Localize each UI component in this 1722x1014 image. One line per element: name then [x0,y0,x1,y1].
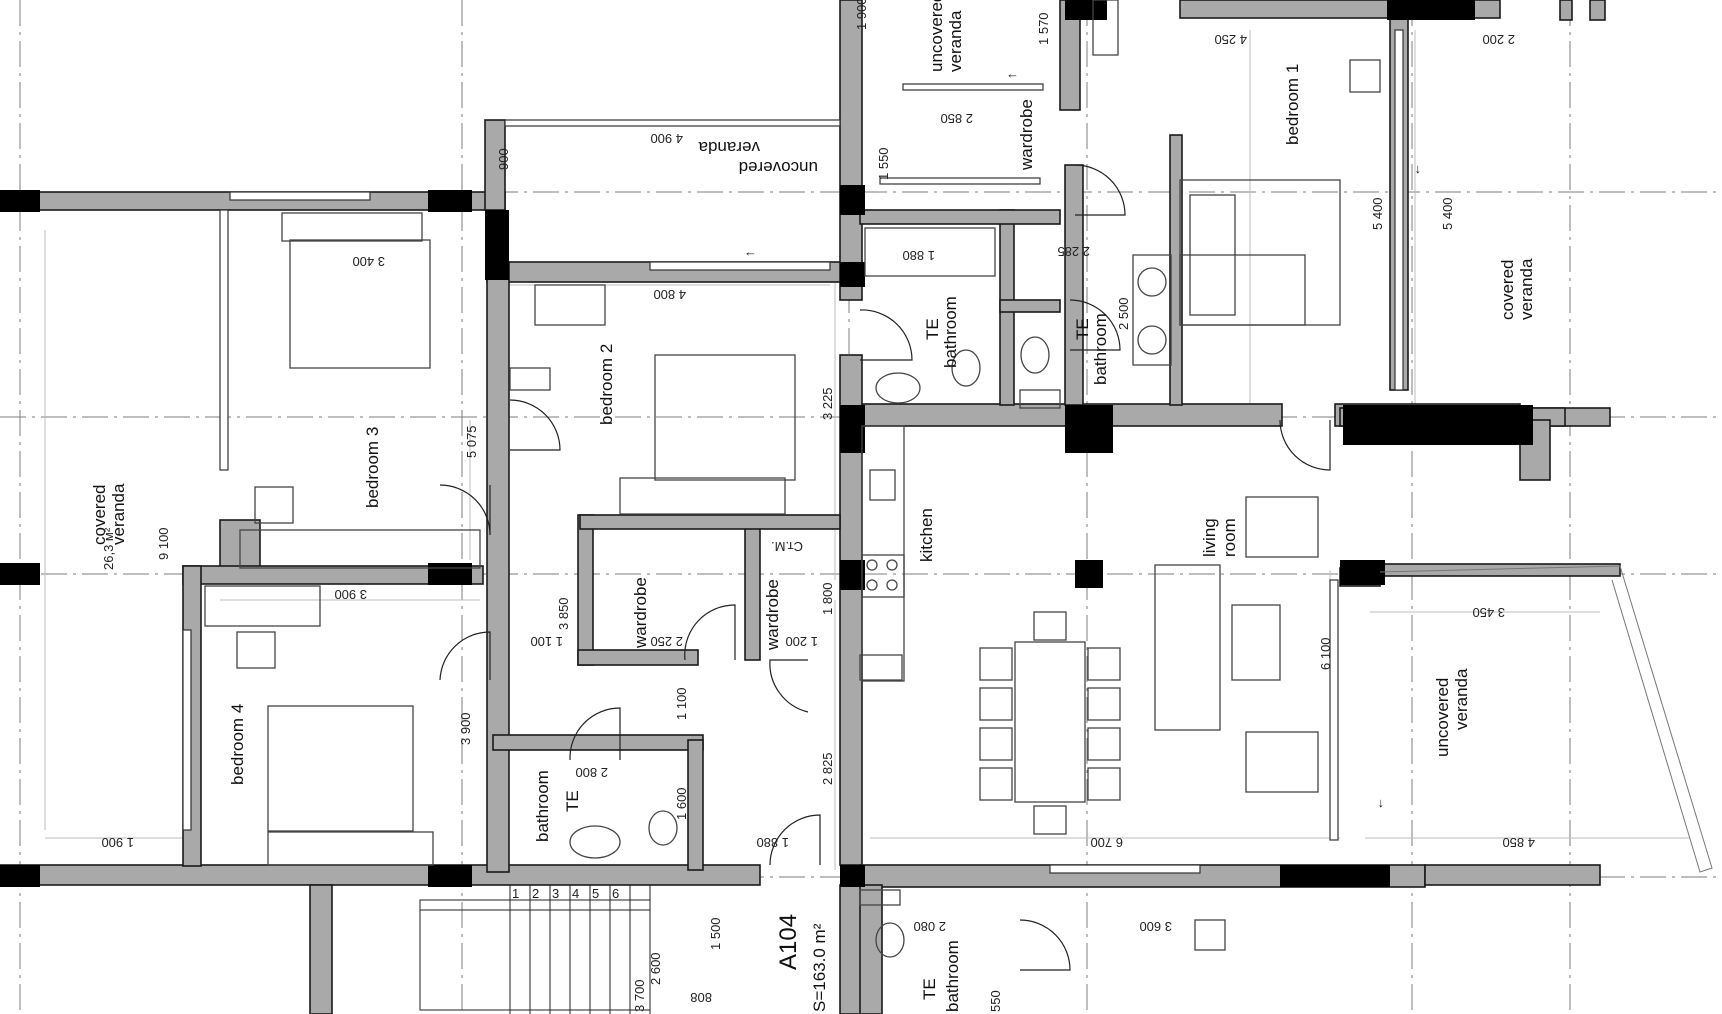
label-uncovered-veranda-top-1: uncovered [927,0,946,72]
stair-numbers: 1 2 3 4 5 6 [512,886,619,901]
dim-2850: 2 850 [940,111,973,126]
label-wardrobe-top: wardrobe [1017,99,1036,171]
dim-3400: 3 400 [352,254,385,269]
label-cm: Ст.М. [771,539,803,554]
doors [439,164,1331,971]
label-bathroom-4: bathroom [943,940,962,1012]
dim-2285: 2 285 [1057,244,1090,259]
label-bathroom-2: bathroom [1091,313,1110,385]
stair-num-4: 4 [572,886,579,901]
stair-num-6: 6 [612,886,619,901]
label-living-room-2: room [1220,518,1239,557]
walls [0,0,1621,1014]
dim-550: 550 [988,990,1003,1012]
dim-1550: 1 550 [876,147,891,180]
dim-3900-v: 3 900 [458,712,473,745]
label-bedroom-1: bedroom 1 [1283,64,1302,145]
dim-3600: 3 600 [1139,919,1172,934]
dim-900: 900 [496,148,511,170]
label-uncovered-veranda-right-2: veranda [1452,668,1471,730]
dim-2250: 2 250 [650,634,683,649]
label-te-1: TE [923,318,942,340]
label-kitchen: kitchen [917,508,936,562]
dim-4800: 4 800 [653,287,686,302]
stair-num-2: 2 [532,886,539,901]
unit-label: A104 S=163.0 m² [775,914,829,1012]
dim-5400-a: 5 400 [1370,197,1385,230]
dim-6700: 6 700 [1090,835,1123,850]
label-bathroom-3: bathroom [533,770,552,842]
dim-4250: 4 250 [1214,32,1247,47]
label-uncovered-veranda-upside-1: veranda [698,138,760,157]
dim-1200: 1 200 [785,634,818,649]
label-covered-veranda-right-1: covered [1498,260,1517,320]
dim-1600: 1 600 [674,787,689,820]
label-covered-veranda-left-2: veranda [109,483,128,545]
dim-1500: 1 500 [708,917,723,950]
dim-4850: 4 850 [1502,835,1535,850]
dim-1900-h: 1 900 [101,835,134,850]
dim-3450: 3 450 [1472,605,1505,620]
dim-3900-h: 3 900 [334,587,367,602]
dim-3225: 3 225 [820,387,835,420]
dim-2080: 2 080 [913,919,946,934]
dim-5075: 5 075 [464,425,479,458]
dimension-labels: 4 250 2 200 2 850 4 900 3 400 4 800 1 88… [101,32,1535,1005]
veranda-outline [1379,565,1713,873]
arrow-covered: ← [1408,163,1423,176]
dim-1880-bot: 1 880 [756,835,789,850]
dim-1800: 1 800 [820,582,835,615]
dim-3850: 3 850 [556,597,571,630]
label-wardrobe-mid: wardrobe [631,577,650,649]
arrows: ← ← ← ← [744,66,1423,810]
stair-num-3: 3 [552,886,559,901]
dim-2825: 2 825 [820,752,835,785]
label-bedroom-2: bedroom 2 [597,344,616,425]
dim-1880-top: 1 880 [902,248,935,263]
dim-26: 26,3 м² [101,527,116,570]
columns [0,0,1533,887]
arrow-bedroom2: ← [744,244,757,259]
label-covered-veranda-right-2: veranda [1517,258,1536,320]
dim-3700: 3 700 [632,979,647,1012]
windows [182,29,1404,874]
room-labels: bedroom 1 bedroom 2 bedroom 3 bedroom 4 … [90,0,1536,1012]
dim-2500: 2 500 [1116,297,1131,330]
label-bathroom-1: bathroom [941,296,960,368]
dim-808: 808 [690,990,712,1005]
dim-2200: 2 200 [1482,32,1515,47]
stair-num-5: 5 [592,886,599,901]
label-uncovered-veranda-top-2: veranda [946,10,965,72]
label-covered-veranda-left-1: covered [90,485,109,545]
dimension-labels-vertical: 1 900 1 570 1 550 900 5 400 5 400 2 500 … [101,0,1455,1012]
dim-1570: 1 570 [1036,12,1051,45]
stair-num-1: 1 [512,886,519,901]
arrow-uncovered: ← [1371,797,1386,810]
label-te-4: TE [920,978,939,1000]
dim-6100: 6 100 [1318,637,1333,670]
label-wardrobe-right: wardrobe [763,579,782,651]
dim-1100-v: 1 100 [674,687,689,720]
staircase [419,885,651,1014]
label-uncovered-veranda-upside-2: uncovered [739,158,818,177]
arrow-veranda: ← [1006,66,1019,81]
dim-5400-b: 5 400 [1440,197,1455,230]
label-te-2: TE [1073,318,1092,340]
dim-2800: 2 800 [575,765,608,780]
label-bedroom-4: bedroom 4 [228,704,247,785]
label-te-3: TE [563,790,582,812]
dim-1100-h: 1 100 [530,634,563,649]
label-uncovered-veranda-right-1: uncovered [1433,678,1452,757]
unit-code: A104 [775,914,802,970]
dim-4900: 4 900 [650,131,683,146]
dim-2600: 2 600 [648,952,663,985]
dim-1900-v: 1 900 [854,0,869,30]
unit-area: S=163.0 m² [810,923,829,1012]
dim-9100: 9 100 [156,527,171,560]
label-living-room-1: living [1200,518,1219,557]
furniture [204,0,1381,958]
label-bedroom-3: bedroom 3 [363,427,382,508]
